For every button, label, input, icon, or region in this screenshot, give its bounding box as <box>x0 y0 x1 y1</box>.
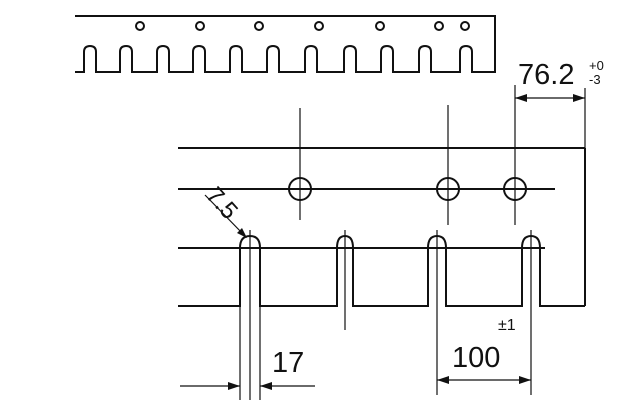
width-tolerance-minus: -3 <box>589 72 601 87</box>
pitch-dimension: 100 ±1 <box>437 317 531 384</box>
overview-hole <box>314 21 324 31</box>
overview-hole <box>195 21 205 31</box>
overview-hole <box>375 21 385 31</box>
radius-dimension: 7.5 <box>201 182 247 238</box>
arrow-head <box>515 94 527 102</box>
arrow-head <box>519 376 531 384</box>
overview-hole <box>135 21 145 31</box>
width-value: 76.2 <box>518 59 574 91</box>
arrow-head <box>437 376 449 384</box>
arrow-head <box>573 94 585 102</box>
overview-strip <box>75 15 496 73</box>
overview-hole <box>254 21 264 31</box>
arrow-head <box>228 382 240 390</box>
slot-gap-dimension: 17 <box>180 347 315 390</box>
arrow-head <box>260 382 272 390</box>
pitch-value: 100 <box>452 342 500 374</box>
overview-hole <box>434 21 444 31</box>
width-dimension: 76.2 +0 -3 <box>515 58 604 148</box>
strip-bottom-edge-with-slots <box>178 234 585 307</box>
overview-hole <box>460 21 470 31</box>
width-tolerance-plus: +0 <box>589 58 604 73</box>
radius-leader <box>204 194 246 237</box>
detail-view <box>178 85 586 400</box>
slot-gap-value: 17 <box>272 347 304 379</box>
arrow-head <box>237 228 247 238</box>
overview-strip-outline <box>75 15 496 73</box>
pitch-tolerance: ±1 <box>498 317 516 334</box>
